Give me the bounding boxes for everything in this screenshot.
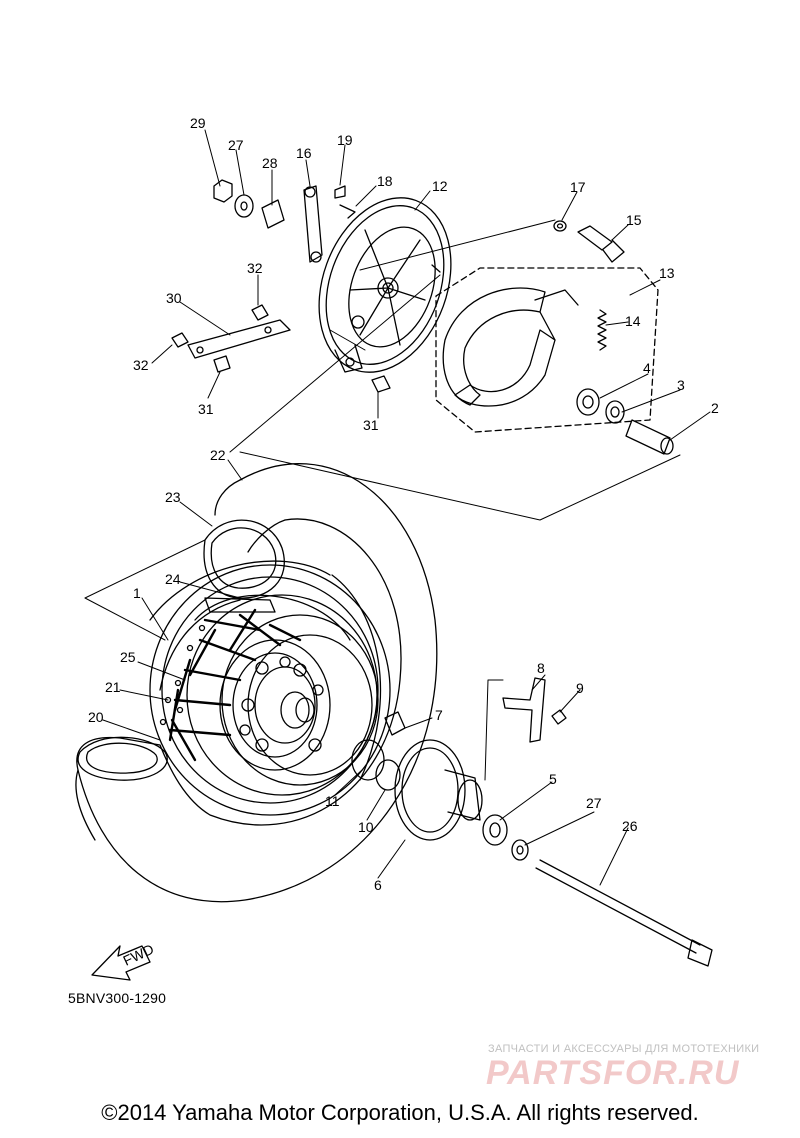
callout-32b: 32 (133, 357, 149, 373)
brake-camshaft (553, 220, 625, 263)
rim-tape (204, 597, 276, 613)
callout-labels: 1 2 3 4 5 6 7 8 9 10 11 12 13 14 15 16 1… (88, 115, 719, 893)
callout-6: 6 (374, 877, 382, 893)
callout-5: 5 (549, 771, 557, 787)
callout-19: 19 (337, 132, 353, 148)
callout-31b: 31 (363, 417, 379, 433)
callout-32a: 32 (247, 260, 263, 276)
callout-7: 7 (435, 707, 443, 723)
leader-lines (102, 129, 711, 886)
upper-hardware (213, 179, 285, 229)
callout-10: 10 (358, 819, 374, 835)
callout-9: 9 (576, 680, 584, 696)
callout-20: 20 (88, 709, 104, 725)
rear-tire (75, 463, 438, 903)
callout-15: 15 (626, 212, 642, 228)
torque-plate (502, 677, 567, 743)
watermark-tagline: ЗАПЧАСТИ И АКСЕССУАРЫ ДЛЯ МОТОТЕХНИКИ (488, 1043, 760, 1055)
clutch-hub (351, 711, 508, 846)
callout-3: 3 (677, 377, 685, 393)
callout-18: 18 (377, 173, 393, 189)
axle-spacers (576, 388, 674, 455)
brake-shoe-kit (435, 267, 659, 433)
wheel-hub (219, 639, 331, 771)
fwd-label: FWD (121, 941, 157, 969)
fwd-arrow-icon (91, 945, 151, 981)
callout-1: 1 (133, 585, 141, 601)
assembly-outline (84, 219, 681, 781)
watermark-logo: PARTSFOR.RU (486, 1054, 740, 1092)
callout-21: 21 (105, 679, 121, 695)
callout-31a: 31 (198, 401, 214, 417)
callout-30: 30 (166, 290, 182, 306)
tension-bar (171, 304, 391, 393)
callout-16: 16 (296, 145, 312, 161)
callout-22: 22 (210, 447, 226, 463)
callout-8: 8 (537, 660, 545, 676)
brake-spring (597, 309, 607, 351)
callout-2: 2 (711, 400, 719, 416)
callout-11: 11 (325, 793, 340, 809)
copyright-notice: ©2014 Yamaha Motor Corporation, U.S.A. A… (101, 1100, 699, 1125)
spoke-nipples (159, 624, 206, 726)
callout-29: 29 (190, 115, 206, 131)
callout-12: 12 (432, 178, 448, 194)
callout-26: 26 (622, 818, 638, 834)
callout-4: 4 (643, 360, 651, 376)
callout-27a: 27 (586, 795, 602, 811)
wheel-axle (511, 839, 713, 967)
callout-17: 17 (570, 179, 586, 195)
callout-14: 14 (625, 313, 641, 329)
brake-arm (303, 185, 356, 263)
wheel-rim (149, 564, 391, 816)
diagram-code: 5BNV300-1290 (68, 990, 167, 1006)
callout-24: 24 (165, 571, 181, 587)
callout-23: 23 (165, 489, 181, 505)
callout-25: 25 (120, 649, 136, 665)
callout-13: 13 (659, 265, 675, 281)
spokes (168, 608, 302, 762)
callout-28: 28 (262, 155, 278, 171)
brake-shoe-plate (318, 197, 452, 373)
callout-27b: 27 (228, 137, 244, 153)
